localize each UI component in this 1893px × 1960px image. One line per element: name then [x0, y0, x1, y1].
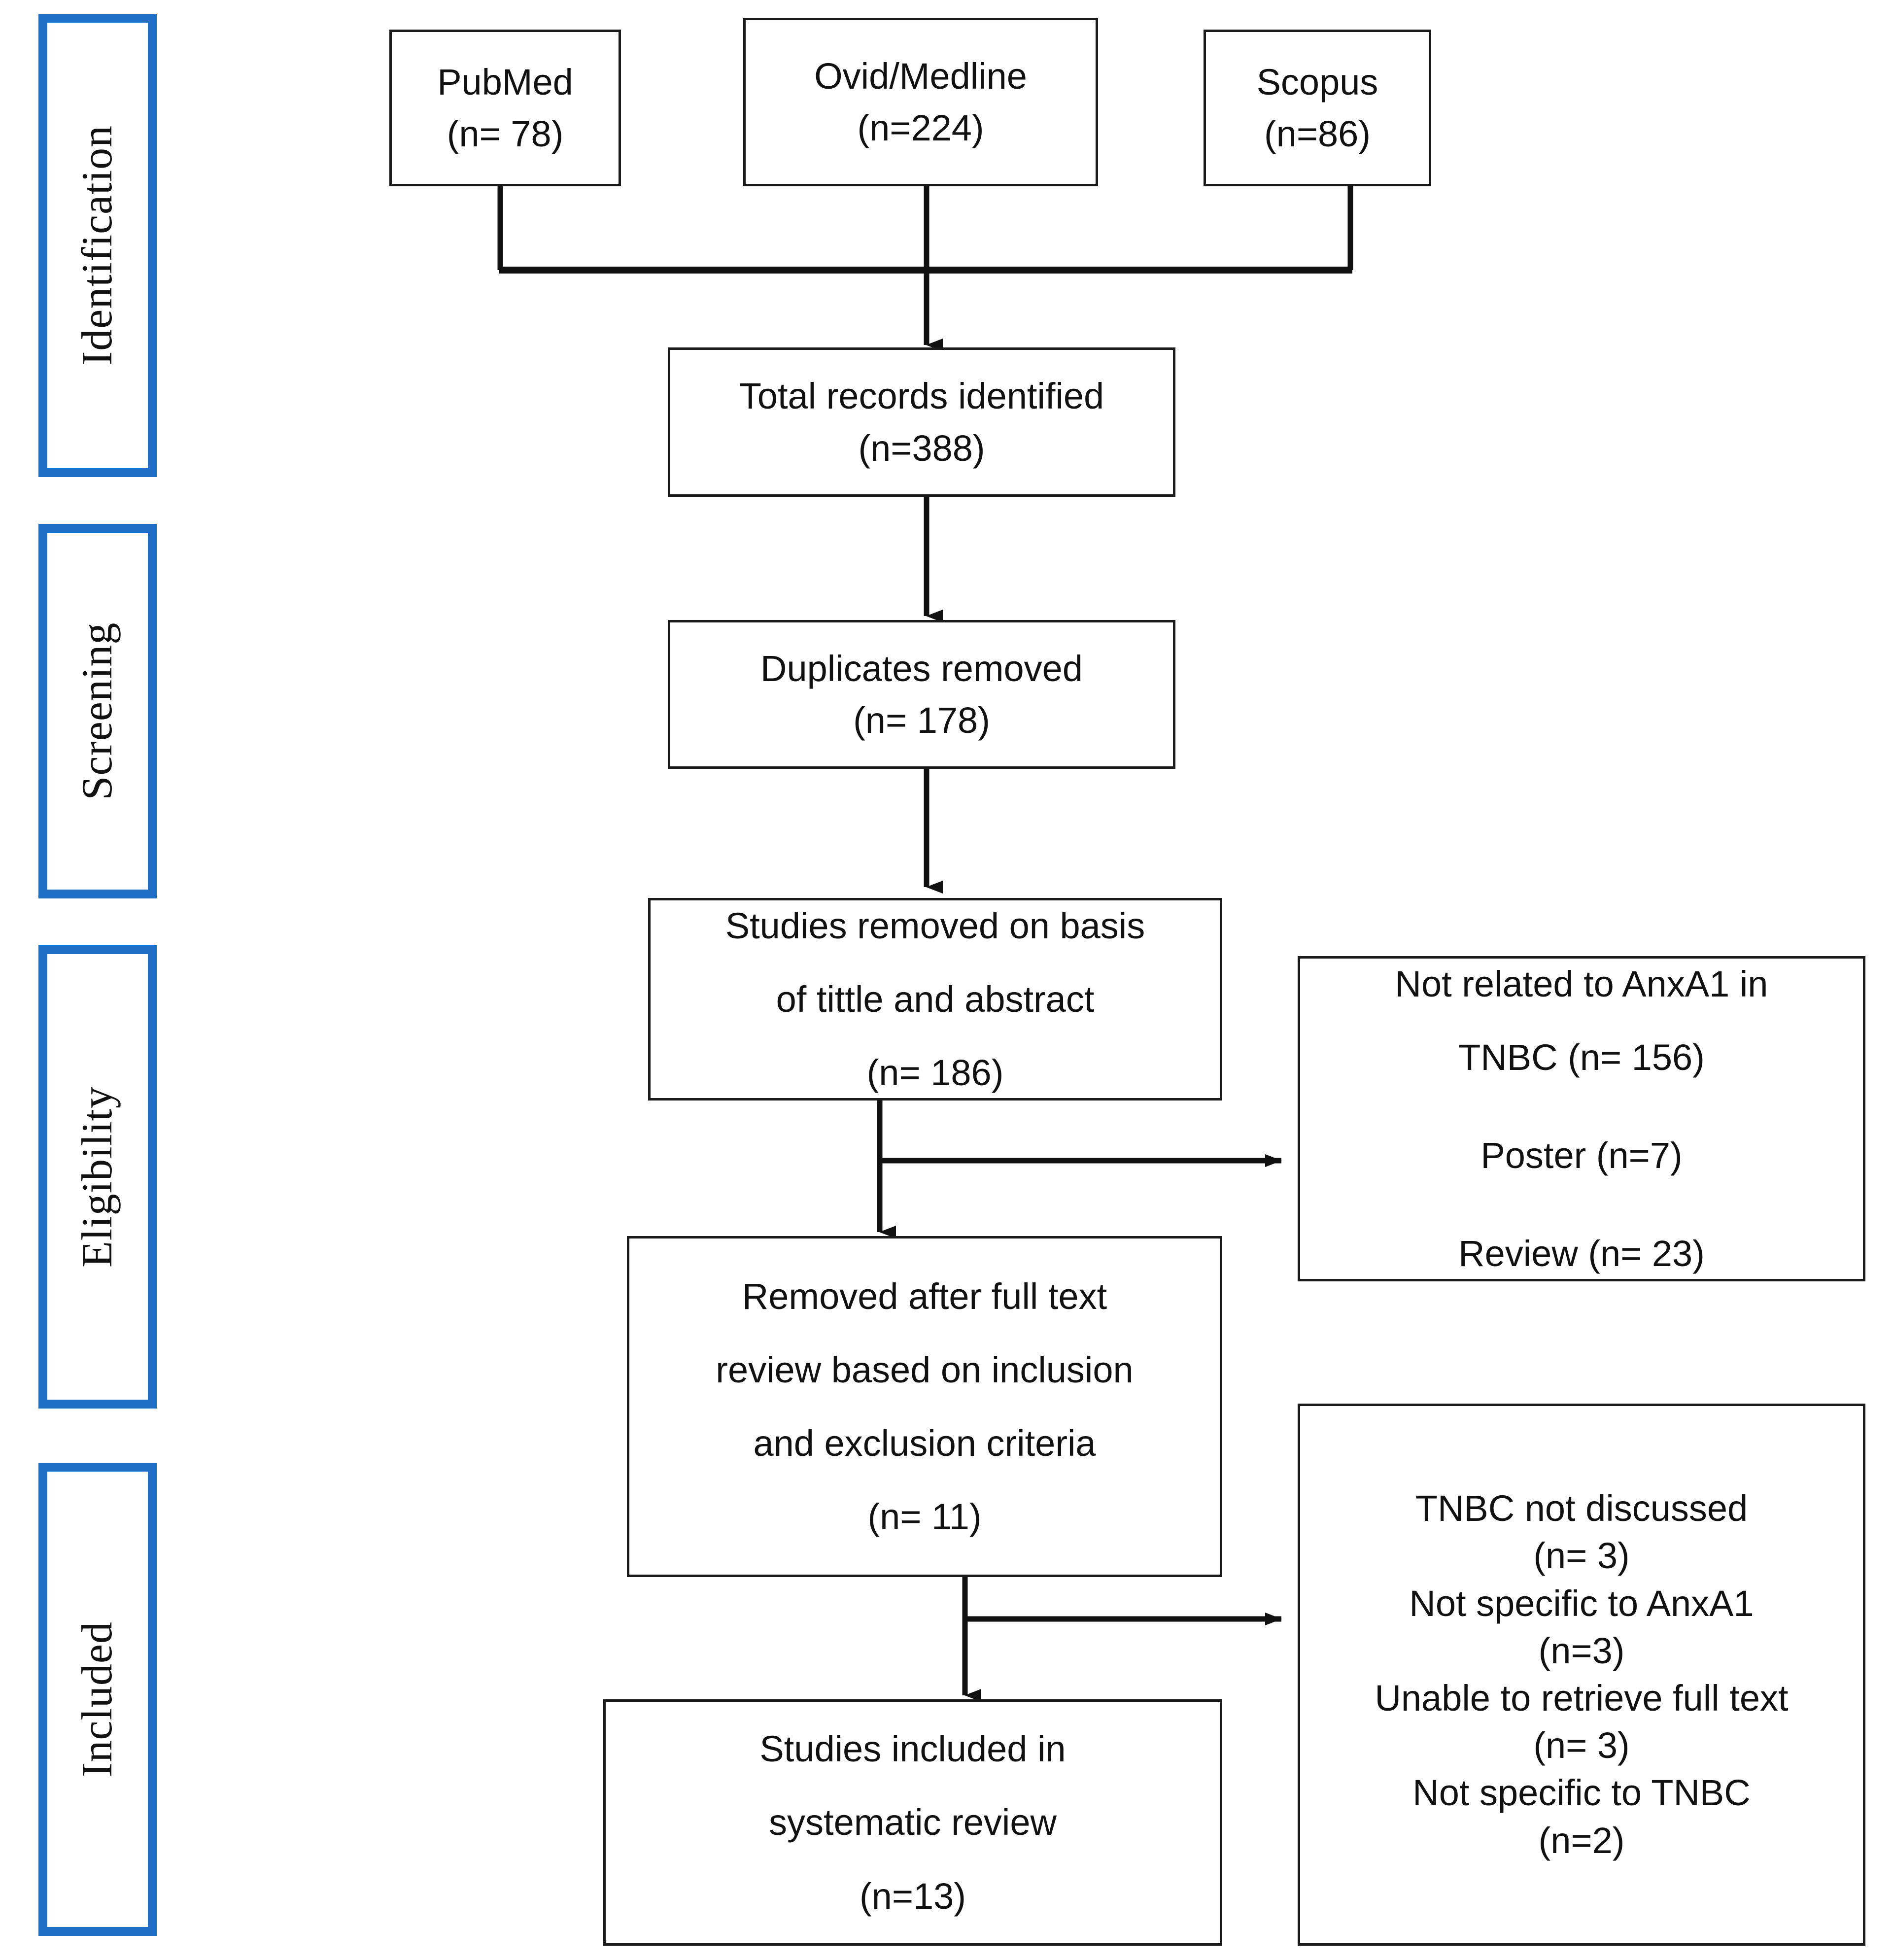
exclusion-eligibility-line-3: Not specific to AnxA1	[1409, 1582, 1754, 1624]
node-total-records-line-1: Total records identified	[739, 376, 1104, 417]
node-total-records-line-2: (n=388)	[858, 427, 985, 469]
stage-label-identification: Identification	[73, 125, 121, 366]
exclusion-eligibility-line-5: Unable to retrieve full text	[1375, 1678, 1789, 1719]
source-name-ovid: Ovid/Medline	[814, 55, 1027, 97]
exclusion-screening-line-2: TNBC (n= 156)	[1458, 1036, 1705, 1078]
node-title-abstract-removed-line-3: (n= 186)	[866, 1052, 1004, 1094]
node-fulltext-removed-line-4: (n= 11)	[867, 1496, 982, 1538]
exclusion-eligibility-line-4: (n=3)	[1538, 1630, 1625, 1671]
node-included-studies-line-3: (n=13)	[860, 1875, 966, 1917]
source-box-ovid: Ovid/Medline (n=224)	[743, 18, 1098, 186]
node-included-studies: Studies included in systematic review (n…	[603, 1699, 1222, 1946]
exclusion-eligibility-line-6: (n= 3)	[1533, 1725, 1630, 1766]
node-duplicates-removed-line-1: Duplicates removed	[760, 648, 1083, 689]
node-fulltext-removed-line-2: review based on inclusion	[716, 1349, 1134, 1390]
node-title-abstract-removed-line-2: of tittle and abstract	[776, 978, 1095, 1020]
stage-box-identification: Identification	[38, 14, 157, 477]
node-title-abstract-removed-line-1: Studies removed on basis	[725, 905, 1145, 946]
source-count-pubmed: (n= 78)	[447, 113, 564, 154]
stage-box-screening: Screening	[38, 524, 157, 898]
exclusion-eligibility-line-7: Not specific to TNBC	[1412, 1772, 1751, 1814]
stage-box-included: Included	[38, 1463, 157, 1936]
exclusion-eligibility-line-8: (n=2)	[1538, 1820, 1625, 1861]
exclusion-screening-line-3: Poster (n=7)	[1480, 1135, 1683, 1176]
node-fulltext-removed-line-1: Removed after full text	[742, 1275, 1107, 1317]
exclusion-screening-line-4: Review (n= 23)	[1458, 1233, 1705, 1274]
source-name-scopus: Scopus	[1256, 61, 1378, 103]
node-included-studies-line-2: systematic review	[769, 1802, 1057, 1843]
node-title-abstract-removed: Studies removed on basis of tittle and a…	[648, 898, 1222, 1100]
stage-label-screening: Screening	[73, 622, 121, 800]
exclusion-eligibility-line-2: (n= 3)	[1533, 1535, 1630, 1577]
exclusion-box-eligibility: TNBC not discussed (n= 3) Not specific t…	[1298, 1404, 1865, 1946]
exclusion-box-screening: Not related to AnxA1 in TNBC (n= 156) Po…	[1298, 956, 1865, 1281]
source-count-scopus: (n=86)	[1264, 113, 1371, 154]
node-included-studies-line-1: Studies included in	[759, 1728, 1066, 1770]
node-fulltext-removed: Removed after full text review based on …	[627, 1236, 1222, 1577]
stage-box-eligibility: Eligibility	[38, 945, 157, 1409]
node-fulltext-removed-line-3: and exclusion criteria	[753, 1423, 1096, 1464]
exclusion-eligibility-line-1: TNBC not discussed	[1415, 1488, 1748, 1529]
source-box-scopus: Scopus (n=86)	[1204, 30, 1431, 186]
stage-label-eligibility: Eligibility	[73, 1086, 121, 1268]
source-box-pubmed: PubMed (n= 78)	[389, 30, 621, 186]
node-total-records: Total records identified (n=388)	[668, 347, 1175, 497]
node-duplicates-removed: Duplicates removed (n= 178)	[668, 620, 1175, 769]
exclusion-screening-line-1: Not related to AnxA1 in	[1395, 963, 1768, 1004]
source-count-ovid: (n=224)	[857, 107, 984, 148]
source-name-pubmed: PubMed	[437, 61, 573, 103]
node-duplicates-removed-line-2: (n= 178)	[853, 700, 990, 741]
stage-label-included: Included	[73, 1621, 121, 1777]
